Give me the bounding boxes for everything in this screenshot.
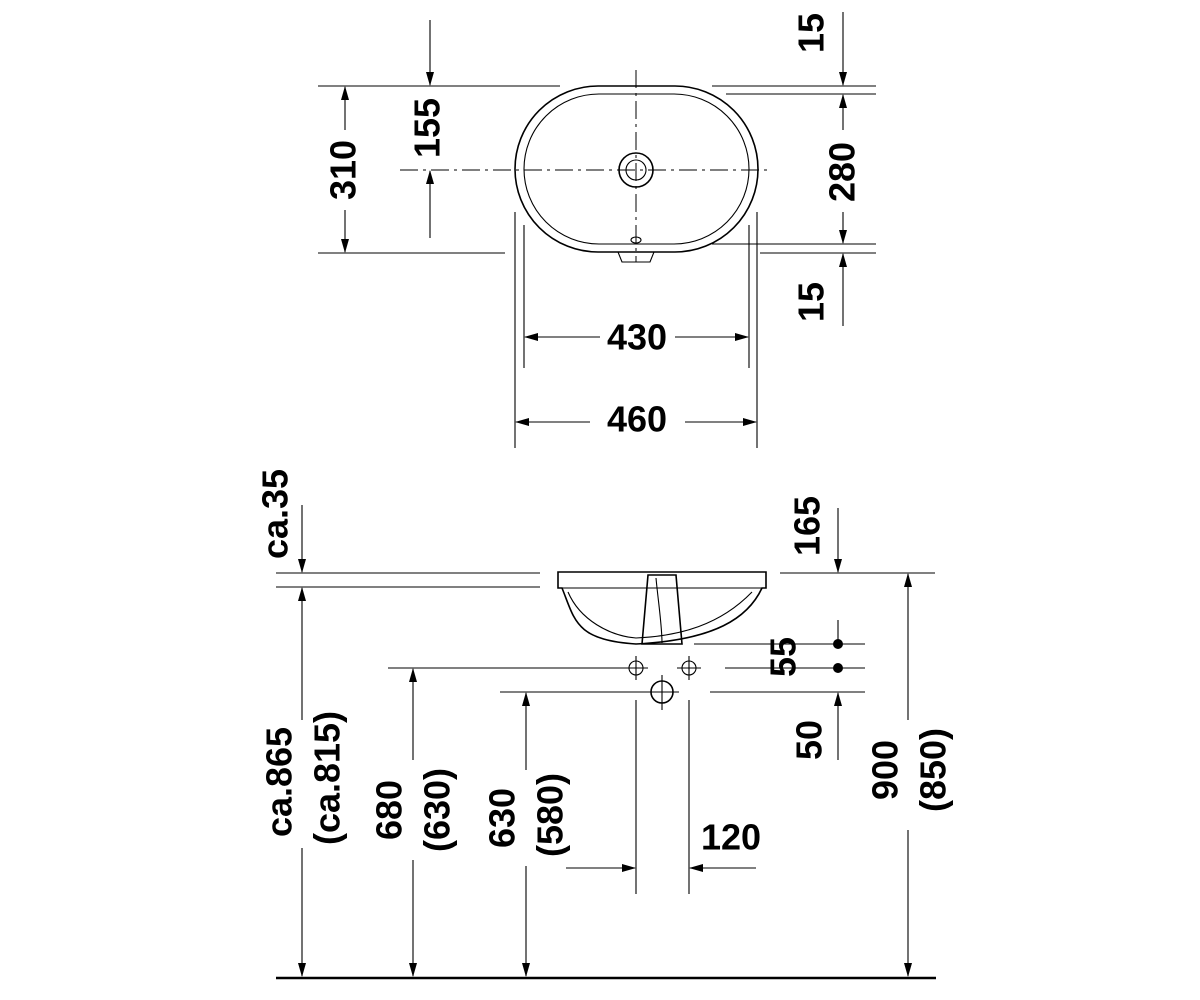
dim-floor-to-rim-alt: (850) bbox=[913, 728, 954, 812]
dim-rim-bottom: 15 bbox=[791, 282, 832, 322]
dim-tap-spacing: 55 bbox=[763, 637, 804, 677]
dim-floor-to-rim: 900 bbox=[865, 740, 906, 800]
dim-depth-total: 310 bbox=[323, 140, 364, 200]
dim-floor-to-bottom-alt: (ca.815) bbox=[307, 711, 348, 845]
tap-height-point-bottom bbox=[833, 663, 843, 673]
side-view: ca.35 ca.865 (ca.815) 680 (630) 630 (580… bbox=[255, 469, 954, 980]
dim-rim-clearance: ca.35 bbox=[255, 469, 296, 559]
dim-drain-drop: 50 bbox=[789, 720, 830, 760]
dim-floor-to-drain: 630 bbox=[482, 788, 523, 848]
dim-pipe-spacing: 120 bbox=[701, 817, 761, 858]
dim-floor-to-tap: 680 bbox=[369, 780, 410, 840]
tap-height-point-top bbox=[833, 639, 843, 649]
top-view: 310 155 15 280 15 430 460 bbox=[318, 12, 876, 448]
dim-floor-to-tap-alt: (630) bbox=[417, 768, 458, 852]
dim-floor-to-drain-alt: (580) bbox=[530, 773, 571, 857]
dim-rim-top: 15 bbox=[791, 13, 832, 53]
dim-depth-center: 155 bbox=[407, 98, 448, 158]
dim-drain-offset: 165 bbox=[787, 496, 828, 556]
dim-width-inner: 430 bbox=[607, 317, 667, 358]
dim-floor-to-bottom: ca.865 bbox=[259, 727, 300, 837]
dim-width-outer: 460 bbox=[607, 399, 667, 440]
dim-depth-inner: 280 bbox=[822, 142, 863, 202]
